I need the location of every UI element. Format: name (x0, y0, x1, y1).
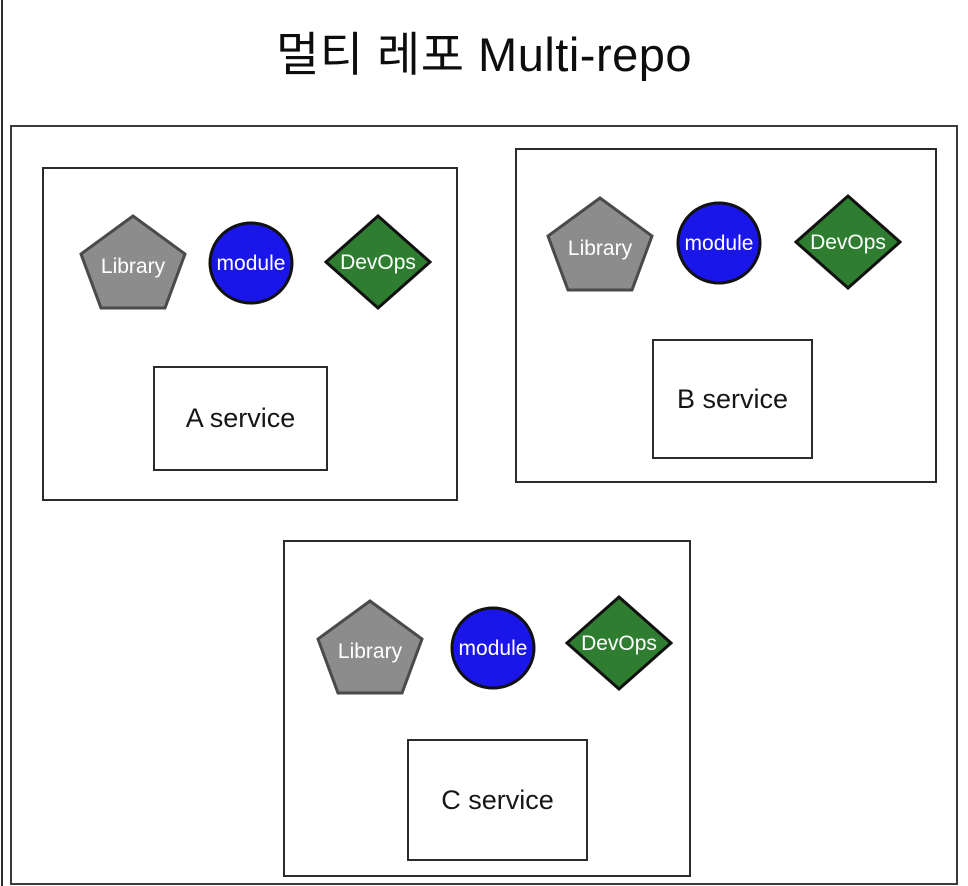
devops-label: DevOps (810, 231, 886, 254)
service-label-a: A service (185, 403, 296, 433)
service-box-b: B service (652, 339, 813, 459)
service-box-a: A service (153, 366, 328, 471)
module-label: module (217, 252, 286, 275)
devops-diamond-icon: DevOps (794, 194, 902, 290)
repo-box-a: Library module DevOps A service (42, 167, 458, 501)
module-label: module (459, 637, 528, 660)
module-circle-icon: module (676, 201, 762, 285)
circle-shape (450, 606, 536, 690)
module-circle-icon: module (208, 221, 294, 305)
library-label: Library (101, 255, 166, 278)
repo-box-c: Library module DevOps C service (283, 540, 691, 877)
left-frame-line (1, 0, 3, 886)
diamond-shape (324, 214, 432, 310)
library-pentagon-icon: Library (546, 196, 654, 292)
service-box-c: C service (407, 739, 588, 861)
module-label: module (685, 232, 754, 255)
pentagon-shape (79, 214, 187, 310)
diagram-title: 멀티 레포 Multi-repo (275, 28, 693, 81)
circle-shape (676, 201, 762, 285)
library-label: Library (338, 640, 403, 663)
service-label-c: C service (441, 784, 554, 815)
library-pentagon-icon: Library (79, 214, 187, 310)
devops-label: DevOps (581, 632, 657, 655)
devops-diamond-icon: DevOps (324, 214, 432, 310)
devops-diamond-icon: DevOps (565, 595, 673, 691)
service-label-b: B service (676, 383, 789, 414)
diamond-shape (794, 194, 902, 290)
library-pentagon-icon: Library (316, 599, 424, 695)
pentagon-shape (316, 599, 424, 695)
library-label: Library (568, 237, 633, 260)
repo-box-b: Library module DevOps B service (515, 148, 937, 483)
module-circle-icon: module (450, 606, 536, 690)
devops-label: DevOps (340, 251, 416, 274)
diamond-shape (565, 595, 673, 691)
circle-shape (208, 221, 294, 305)
pentagon-shape (546, 196, 654, 292)
